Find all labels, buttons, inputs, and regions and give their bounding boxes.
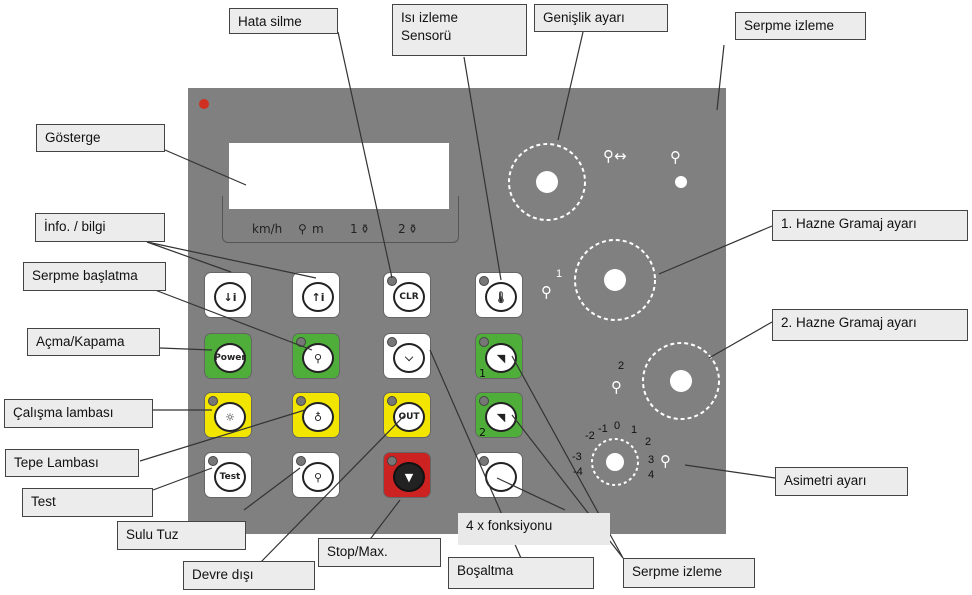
temperature-sensor-button[interactable]: 🌡 — [475, 272, 523, 318]
label-stop-max: Stop/Max. — [318, 538, 441, 567]
spread-start-button[interactable]: ⚲ — [292, 333, 340, 379]
unit-kmh: km/h — [252, 222, 283, 236]
unload-button[interactable]: ⌵ — [383, 333, 431, 379]
spread-monitor-1-button[interactable]: ◥1 — [475, 333, 523, 380]
width-knob[interactable] — [508, 143, 586, 221]
label-sulu-tuz: Sulu Tuz — [117, 521, 246, 550]
led-indicator — [387, 456, 397, 466]
asym-scale-mark: 2 — [645, 436, 652, 448]
asym-scale-mark: -2 — [585, 430, 595, 442]
label-info: İnfo. / bilgi — [35, 213, 165, 242]
led-indicator — [296, 396, 306, 406]
beacon-light-button[interactable]: ♁ — [292, 392, 340, 438]
hopper1-number: 1 — [556, 268, 563, 280]
stop-max-button[interactable]: ▼ — [383, 452, 431, 498]
label-hata-silme: Hata silme — [229, 8, 338, 34]
unit-1: 1 — [350, 222, 358, 236]
status-led — [199, 99, 209, 109]
label-tepe-lambasi: Tepe Lambası — [5, 449, 139, 477]
spread-monitor-icon: ⚲ — [670, 148, 681, 166]
asym-scale-mark: -3 — [572, 451, 582, 463]
monitor-led — [675, 176, 687, 188]
label-serpme-izleme-top: Serpme izleme — [735, 12, 866, 40]
led-indicator — [208, 456, 218, 466]
label-isi-izleme: Isı izleme Sensorü — [392, 4, 527, 56]
thermometer-icon: 🌡 — [485, 282, 517, 312]
beacon-icon: ♁ — [302, 402, 334, 432]
down-arrow-icon: ▼ — [393, 462, 425, 492]
info-down-button[interactable]: ↓i — [204, 272, 252, 318]
led-indicator — [296, 337, 306, 347]
hopper2-icon: ⚲ — [611, 378, 622, 396]
asym-scale-mark: 4 — [648, 469, 655, 481]
asym-scale-mark: -1 — [598, 423, 608, 435]
led-indicator — [479, 396, 489, 406]
label-acma-kapama: Açma/Kapama — [27, 328, 160, 356]
asym-scale-mark: 3 — [648, 454, 655, 466]
label-calisma-lambasi: Çalışma lambası — [4, 399, 153, 428]
label-serpme-izleme-bottom: Serpme izleme — [623, 558, 755, 588]
asymmetry-icon: ⚲ — [660, 452, 671, 470]
spray-icon: ◥ — [485, 402, 517, 432]
spread-monitor-2-button[interactable]: ◥2 — [475, 392, 523, 439]
display-unit-bar — [222, 196, 459, 243]
led-indicator — [479, 276, 489, 286]
label-4x-fonksiyon: 4 x fonksiyonu — [458, 513, 610, 545]
label-devre-disi: Devre dışı — [183, 561, 315, 590]
label-serpme-baslatma: Serpme başlatma — [23, 262, 166, 291]
hopper2-number: 2 — [618, 360, 625, 372]
asymmetry-knob[interactable] — [591, 438, 639, 486]
asym-scale-mark: 1 — [631, 424, 638, 436]
clear-error-button[interactable]: CLR — [383, 272, 431, 318]
spreader-icon: ⚲ — [298, 222, 307, 236]
led-indicator — [296, 456, 306, 466]
hopper-icon: ⌵ — [393, 343, 425, 373]
hopper-icon: ⚱ — [360, 222, 371, 236]
led-indicator — [479, 337, 489, 347]
spreader-icon: ⚲ — [302, 343, 334, 373]
asym-scale-mark: -4 — [573, 466, 583, 478]
test-button[interactable]: Test — [204, 452, 252, 498]
label-bosaltma: Boşaltma — [448, 557, 594, 589]
brine-icon: ⚲ — [302, 462, 334, 492]
hopper2-knob[interactable] — [642, 342, 720, 420]
unit-2: 2 — [398, 222, 406, 236]
work-light-icon: ☼ — [214, 402, 246, 432]
spray-icon: ◥ — [485, 343, 517, 373]
hopper1-icon: ⚲ — [541, 283, 552, 301]
power-button[interactable]: Power — [204, 333, 252, 379]
label-hazne1: 1. Hazne Gramaj ayarı — [772, 210, 968, 241]
led-indicator — [479, 456, 489, 466]
led-indicator — [387, 337, 397, 347]
label-genislik: Genişlik ayarı — [534, 4, 668, 32]
out-button[interactable]: OUT — [383, 392, 431, 438]
label-asimetri: Asimetri ayarı — [775, 467, 908, 496]
hopper-icon: ⚱ — [408, 222, 419, 236]
width-spreader-icon: ⚲↔ — [603, 147, 627, 165]
led-indicator — [387, 396, 397, 406]
label-test: Test — [22, 488, 153, 517]
led-indicator — [208, 396, 218, 406]
label-hazne2: 2. Hazne Gramaj ayarı — [772, 309, 968, 341]
asym-scale-mark: 0 — [614, 420, 621, 432]
label-gosterge: Gösterge — [36, 124, 165, 152]
unit-m: m — [312, 222, 324, 236]
display-screen — [229, 143, 449, 209]
work-light-button[interactable]: ☼ — [204, 392, 252, 438]
hopper1-knob[interactable] — [574, 239, 656, 321]
info-up-button[interactable]: ↑i — [292, 272, 340, 318]
